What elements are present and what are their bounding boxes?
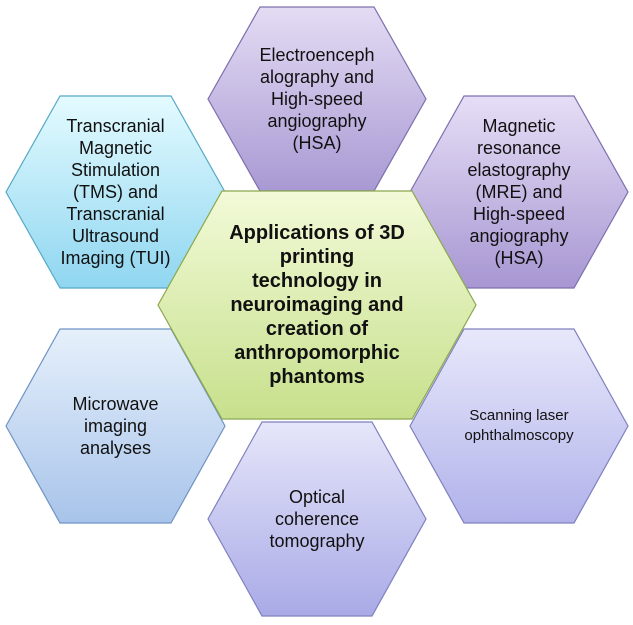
hexagon-tms-tui-label: Transcranial Magnetic Stimulation (TMS) …: [60, 116, 171, 268]
hexagon-eeg-hsa: Electroenceph alography and High-speed a…: [207, 6, 427, 192]
hexagon-oct: Optical coherence tomography: [207, 421, 427, 617]
hexagon-slo-label: Scanning laser ophthalmoscopy: [464, 407, 574, 444]
hexagon-eeg-hsa-label: Electroenceph alography and High-speed a…: [259, 45, 375, 153]
hexagon-mre-hsa-label: Magnetic resonance elastography (MRE) an…: [467, 116, 571, 268]
center-title: Applications of 3D printing technology i…: [229, 222, 405, 388]
hexagon-center: Applications of 3D printing technology i…: [157, 190, 477, 420]
hexagon-oct-label: Optical coherence tomography: [269, 487, 365, 551]
hexagon-slo-shape: [409, 328, 629, 524]
hexagon-microwave: Microwave imaging analyses: [5, 328, 226, 524]
hexagon-tms-tui: Transcranial Magnetic Stimulation (TMS) …: [5, 95, 226, 289]
hexagon-oct-shape: [207, 421, 427, 617]
hexagon-slo: Scanning laser ophthalmoscopy: [409, 328, 629, 524]
hexagon-center-shape: [157, 190, 477, 420]
hexagon-microwave-label: Microwave imaging analyses: [72, 394, 159, 458]
